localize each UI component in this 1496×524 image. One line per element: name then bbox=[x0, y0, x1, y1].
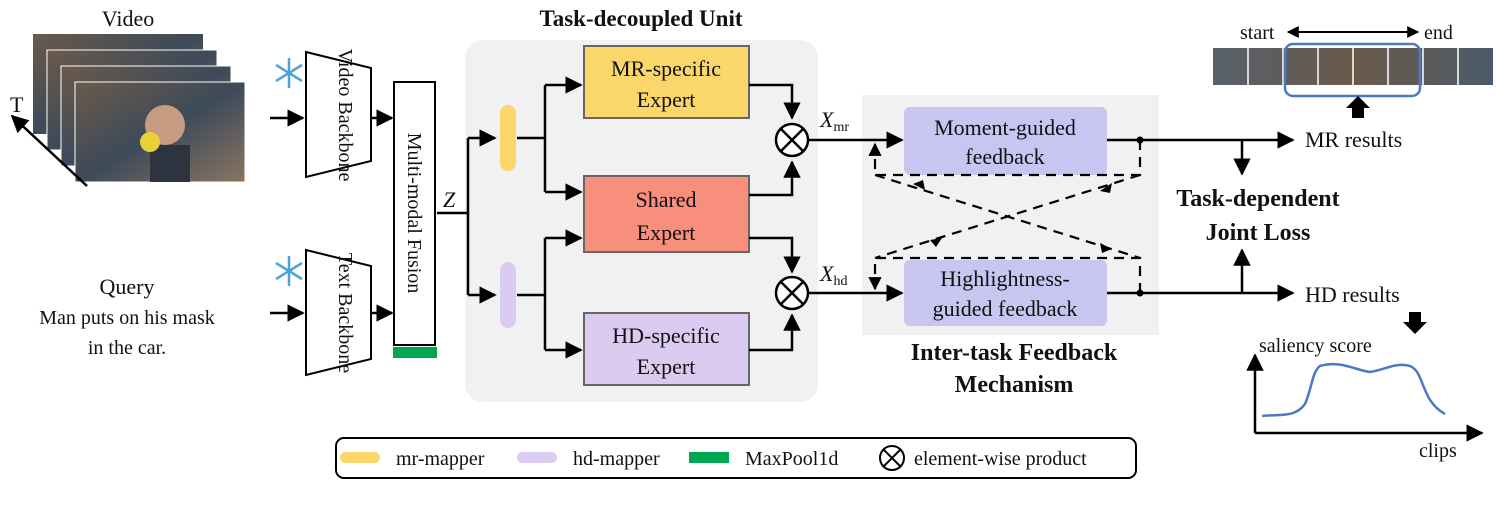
query-title: Query bbox=[100, 274, 155, 299]
video-backbone bbox=[305, 50, 372, 179]
mr-expert-line-2: Expert bbox=[637, 87, 696, 112]
legend-mr-swatch bbox=[340, 452, 380, 463]
arrow bbox=[749, 236, 801, 274]
mr-mapper bbox=[500, 105, 516, 171]
otimes-icon bbox=[774, 122, 810, 158]
moment-fb-line-1: Moment-guided bbox=[934, 115, 1076, 140]
hd-results-label: HD results bbox=[1305, 282, 1400, 307]
shared-expert-line-1: Shared bbox=[635, 187, 696, 212]
moment-fb-line-2: feedback bbox=[965, 144, 1044, 169]
connector bbox=[437, 138, 470, 295]
hd-output-arrow bbox=[1403, 312, 1427, 334]
x-mr-label: Xmr bbox=[819, 107, 849, 135]
otimes-icon bbox=[774, 275, 810, 311]
video-frames bbox=[33, 34, 246, 183]
highlight-fb-line-2: guided feedback bbox=[933, 296, 1078, 321]
arrow bbox=[749, 313, 801, 352]
shared-expert-line-2: Expert bbox=[637, 220, 696, 245]
shared-expert bbox=[583, 175, 750, 253]
dashed-feedback-lines bbox=[868, 140, 1142, 293]
z-label: Z bbox=[443, 187, 456, 212]
dashed-cross bbox=[874, 173, 1141, 260]
video-backbone-label: Video Backbone bbox=[334, 49, 356, 182]
time-axis bbox=[10, 114, 88, 187]
arrow bbox=[749, 83, 801, 120]
otimes-icon bbox=[879, 445, 905, 471]
hd-expert-line-1: HD-specific bbox=[612, 323, 720, 348]
legend-product-label: element-wise product bbox=[914, 448, 1087, 470]
connector bbox=[517, 85, 547, 192]
hd-mapper bbox=[500, 262, 516, 328]
legend-box bbox=[335, 437, 1137, 479]
maxpool-bar bbox=[393, 347, 437, 358]
feedback-title-line-2: Mechanism bbox=[955, 372, 1074, 398]
text-backbone bbox=[305, 248, 372, 377]
text-backbone-label: Text Backbone bbox=[334, 253, 356, 373]
loss-line-1: Task-dependent bbox=[1176, 186, 1339, 212]
junction-dot bbox=[1136, 136, 1144, 144]
highlight-fb-line-1: Highlightness- bbox=[940, 266, 1070, 291]
mr-expert-line-1: MR-specific bbox=[611, 56, 721, 81]
legend-hd-swatch bbox=[517, 452, 557, 463]
saliency-curve bbox=[1261, 362, 1446, 418]
x-hd-label: Xhd bbox=[819, 261, 847, 289]
query-line-1: Man puts on his mask bbox=[39, 307, 215, 329]
saliency-label: saliency score bbox=[1259, 335, 1372, 357]
dashed-arrow-heads bbox=[913, 180, 1112, 253]
legend-mr-label: mr-mapper bbox=[396, 448, 485, 470]
loss-line-2: Joint Loss bbox=[1206, 220, 1311, 246]
highlightness-guided-feedback bbox=[904, 260, 1107, 326]
time-axis-label: T bbox=[10, 92, 24, 117]
legend-maxpool-label: MaxPool1d bbox=[745, 448, 838, 470]
end-label: end bbox=[1424, 22, 1453, 44]
mr-results-label: MR results bbox=[1305, 127, 1402, 152]
connector bbox=[517, 238, 547, 350]
feedback-title-line-1: Inter-task Feedback bbox=[911, 340, 1118, 366]
frame-strip-highlight bbox=[1283, 42, 1422, 98]
hd-specific-expert bbox=[583, 312, 750, 386]
fusion-label: Multi-modal Fusion bbox=[403, 133, 425, 294]
snowflake-icon bbox=[275, 256, 303, 286]
video-label: Video bbox=[102, 6, 154, 31]
clips-label: clips bbox=[1419, 440, 1457, 462]
legend-maxpool-swatch bbox=[689, 452, 729, 463]
mr-output-arrow bbox=[1346, 96, 1370, 118]
mr-specific-expert bbox=[583, 45, 750, 119]
query-line-2: in the car. bbox=[88, 337, 166, 359]
multimodal-fusion-box bbox=[393, 81, 436, 346]
unit-title: Task-decoupled Unit bbox=[539, 6, 742, 31]
arrow bbox=[749, 160, 801, 197]
strip-dividers bbox=[1247, 48, 1459, 85]
start-label: start bbox=[1240, 22, 1275, 44]
snowflake-icon bbox=[275, 58, 303, 88]
legend-hd-label: hd-mapper bbox=[573, 448, 660, 470]
hd-expert-line-2: Expert bbox=[637, 354, 696, 379]
moment-guided-feedback bbox=[904, 107, 1107, 175]
junction-dot bbox=[1136, 289, 1144, 297]
